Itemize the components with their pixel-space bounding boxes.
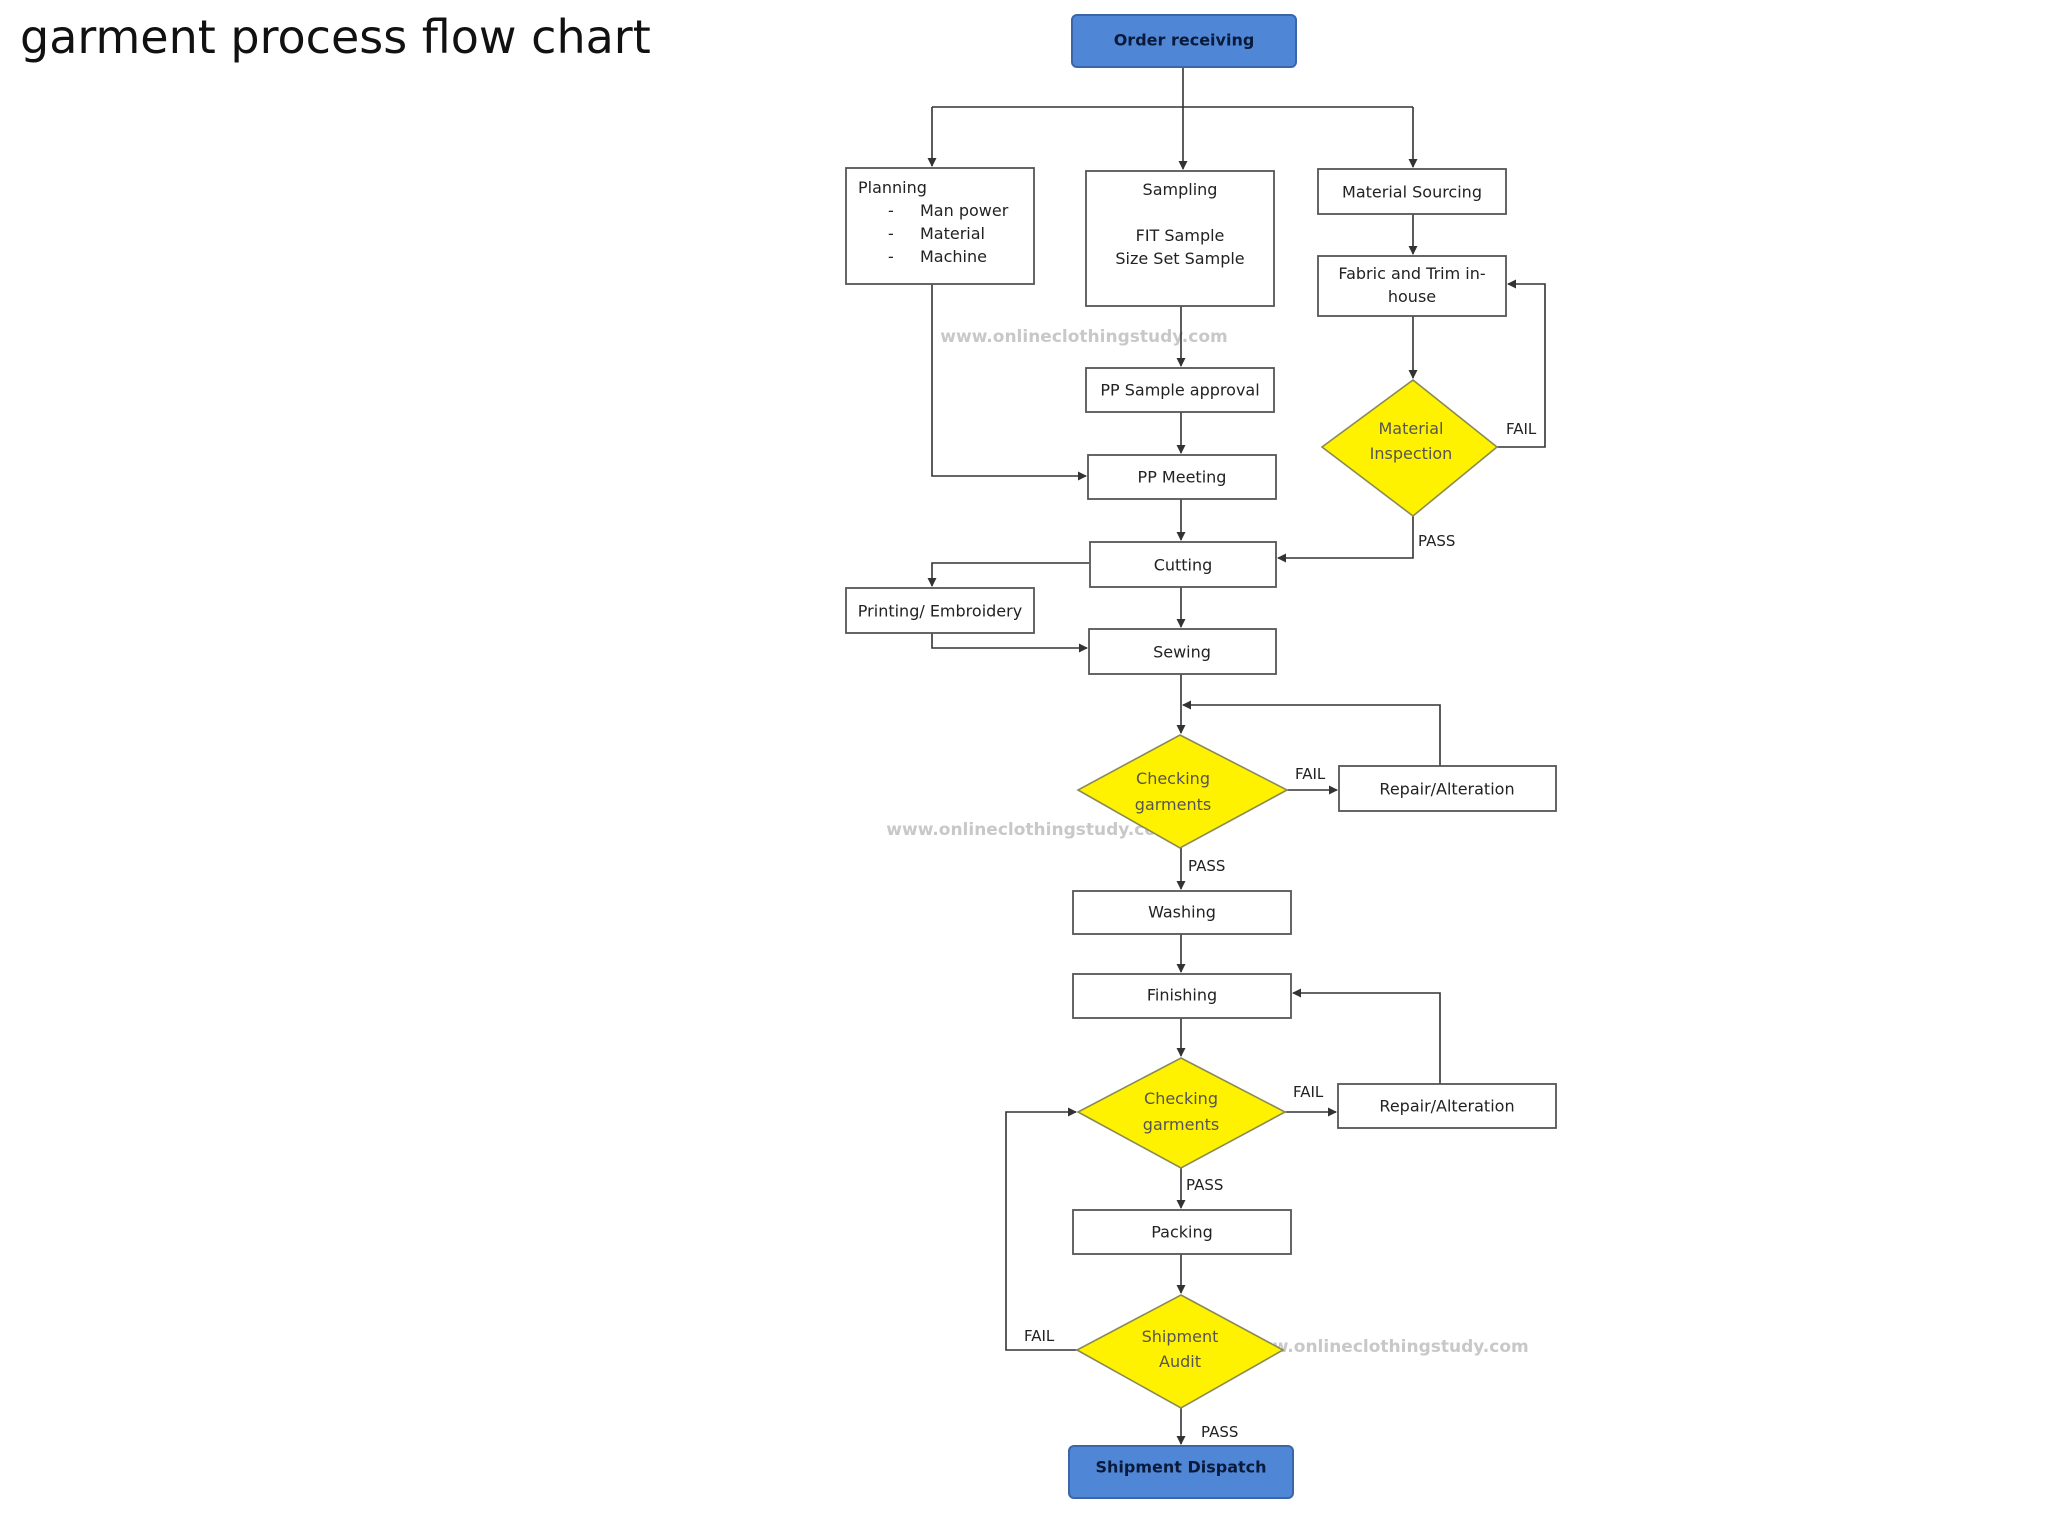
- pp-meeting-label: PP Meeting: [1138, 468, 1227, 487]
- slide-title: garment process flow chart: [20, 10, 651, 64]
- edge-repair1-return: [1182, 700, 1441, 766]
- planning-dash-3: -: [888, 247, 894, 266]
- planning-dash-1: -: [888, 201, 894, 220]
- node-cutting: Cutting: [1089, 541, 1277, 588]
- watermark-3: www.onlineclothingstudy.com: [1241, 1337, 1528, 1357]
- node-repair-alteration-1: Repair/Alteration: [1338, 765, 1557, 812]
- planning-item-1: Man power: [920, 201, 1009, 220]
- label-checking2-fail: FAIL: [1293, 1083, 1324, 1101]
- node-washing: Washing: [1072, 890, 1292, 935]
- node-repair-alteration-2: Repair/Alteration: [1337, 1083, 1557, 1129]
- washing-label: Washing: [1148, 903, 1216, 922]
- label-checking2-pass: PASS: [1186, 1176, 1223, 1194]
- size-set-sample-label: Size Set Sample: [1115, 249, 1244, 268]
- repair-1-label: Repair/Alteration: [1379, 780, 1514, 799]
- edge-inspection-pass: [1277, 516, 1414, 563]
- watermark-2: www.onlineclothingstudy.com: [886, 820, 1173, 840]
- node-pp-sample-approval: PP Sample approval: [1085, 367, 1275, 413]
- node-shipment-audit: Shipment Audit: [1075, 1294, 1285, 1409]
- edge-repair2-return: [1292, 988, 1441, 1084]
- connectors: [927, 68, 1546, 1445]
- label-checking1-pass: PASS: [1188, 857, 1225, 875]
- node-packing: Packing: [1072, 1209, 1292, 1255]
- material-inspection-label-1: Material: [1379, 419, 1444, 438]
- planning-item-3: Machine: [920, 247, 987, 266]
- node-sampling: Sampling FIT Sample Size Set Sample: [1085, 170, 1275, 307]
- shipment-audit-label-2: Audit: [1159, 1352, 1201, 1371]
- packing-label: Packing: [1151, 1223, 1213, 1242]
- planning-item-2: Material: [920, 224, 985, 243]
- checking-1-label-1: Checking: [1136, 769, 1210, 788]
- node-pp-meeting: PP Meeting: [1087, 454, 1277, 500]
- sampling-label: Sampling: [1143, 180, 1218, 199]
- label-inspection-pass: PASS: [1418, 532, 1455, 550]
- label-audit-pass: PASS: [1201, 1423, 1238, 1441]
- node-planning: Planning - Man power - Material - Machin…: [845, 167, 1035, 285]
- printing-embroidery-label: Printing/ Embroidery: [858, 602, 1022, 621]
- edge-planning-to-meeting: [931, 284, 1087, 481]
- node-printing-embroidery: Printing/ Embroidery: [845, 587, 1035, 634]
- watermark-1: www.onlineclothingstudy.com: [940, 327, 1227, 347]
- fabric-trim-label-2: house: [1388, 287, 1436, 306]
- checking-1-label-2: garments: [1135, 795, 1211, 814]
- order-receiving-label: Order receiving: [1114, 31, 1255, 50]
- finishing-label: Finishing: [1147, 986, 1217, 1005]
- material-sourcing-label: Material Sourcing: [1342, 183, 1482, 202]
- edge-inspection-fail: [1497, 279, 1546, 448]
- node-sewing: Sewing: [1088, 628, 1277, 675]
- checking-2-label-1: Checking: [1144, 1089, 1218, 1108]
- edge-printing-to-sewing: [931, 633, 1088, 653]
- edge-audit-fail: [1005, 1107, 1077, 1351]
- sewing-label: Sewing: [1153, 643, 1211, 662]
- label-audit-fail: FAIL: [1024, 1327, 1055, 1345]
- pp-sample-approval-label: PP Sample approval: [1100, 381, 1259, 400]
- shipment-dispatch-label: Shipment Dispatch: [1095, 1458, 1266, 1477]
- node-fabric-trim: Fabric and Trim in- house: [1317, 255, 1507, 317]
- node-finishing: Finishing: [1072, 973, 1292, 1019]
- node-checking-garments-2: Checking garments: [1076, 1057, 1287, 1169]
- checking-2-label-2: garments: [1143, 1115, 1219, 1134]
- planning-dash-2: -: [888, 224, 894, 243]
- label-inspection-fail: FAIL: [1506, 420, 1537, 438]
- node-material-sourcing: Material Sourcing: [1317, 168, 1507, 215]
- material-inspection-label-2: Inspection: [1370, 444, 1453, 463]
- repair-2-label: Repair/Alteration: [1379, 1097, 1514, 1116]
- node-material-inspection: Material Inspection: [1320, 378, 1499, 518]
- planning-label: Planning: [858, 178, 927, 197]
- fabric-trim-label-1: Fabric and Trim in-: [1338, 264, 1485, 283]
- shipment-audit-label-1: Shipment: [1142, 1327, 1219, 1346]
- edge-cutting-to-printing: [927, 562, 1089, 587]
- label-checking1-fail: FAIL: [1295, 765, 1326, 783]
- node-shipment-dispatch: Shipment Dispatch: [1068, 1445, 1294, 1499]
- fit-sample-label: FIT Sample: [1136, 226, 1225, 245]
- cutting-label: Cutting: [1154, 556, 1213, 575]
- node-checking-garments-1: Checking garments: [1076, 734, 1289, 849]
- node-order-receiving: Order receiving: [1071, 14, 1297, 68]
